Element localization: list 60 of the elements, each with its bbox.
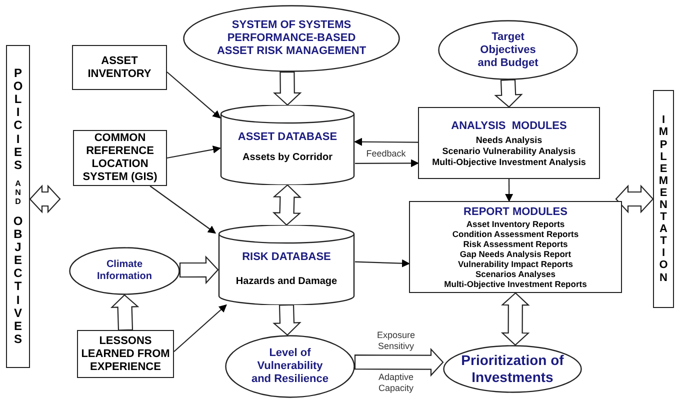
block-arrow — [494, 79, 523, 108]
heading: POLICIES — [13, 66, 23, 172]
heading: RISK DATABASE — [242, 250, 331, 265]
heading: ANALYSIS MODULES — [451, 119, 567, 134]
arrow — [150, 186, 216, 234]
block-arrow — [110, 294, 140, 331]
process-box — [418, 107, 600, 179]
block-arrow — [354, 348, 444, 377]
block-arrow — [29, 184, 61, 214]
arrow — [166, 72, 221, 118]
text-label: Target Objectives and Budget — [476, 30, 540, 70]
block-arrow — [272, 71, 302, 106]
heading: REPORT MODULES — [464, 206, 568, 218]
text-label: LESSONS LEARNED FROM EXPERIENCE — [80, 334, 171, 374]
text-label: Assets by Corridor — [242, 150, 333, 164]
text-label: Gap Needs Analysis Report — [460, 248, 572, 258]
text-label: AND — [15, 180, 21, 206]
text-label: Multi-Objective Investment Reports — [444, 278, 587, 288]
text-label: IMPLEMENTATION — [658, 114, 668, 284]
vertical-band — [653, 90, 674, 308]
arrow — [354, 259, 410, 268]
arrow — [166, 146, 221, 159]
ellipse-node — [443, 345, 582, 393]
text-label: Level of Vulnerability and Resilience — [250, 347, 330, 386]
heading: ASSET DATABASE — [238, 130, 338, 145]
ellipse-node — [225, 335, 355, 398]
arrow — [174, 304, 227, 352]
block-arrow — [500, 292, 530, 346]
text-label: Condition Assessment Reports — [452, 228, 579, 238]
process-box — [409, 201, 622, 293]
text-label: Scenarios Analyses — [475, 268, 556, 278]
text-label: OBJECTIVES — [13, 214, 23, 346]
text-label: Risk Assessment Reports — [463, 238, 568, 248]
text-label: Hazards and Damage — [236, 274, 338, 288]
text-label: Climate Information — [96, 259, 153, 283]
text-label: SYSTEM OF SYSTEMS PERFORMANCE-BASED ASSET RISK MANAGEMENT — [216, 19, 366, 58]
text-label: ASSET INVENTORY — [86, 54, 152, 80]
text-label: Needs Analysis — [476, 134, 542, 146]
database-cylinder — [218, 225, 355, 305]
text-label: COMMON REFERENCE LOCATION SYSTEM (GIS) — [82, 132, 158, 184]
arrow — [354, 138, 418, 146]
arrow — [355, 159, 419, 168]
ellipse-node — [183, 5, 400, 72]
arrow — [505, 179, 514, 202]
text-label: Vulnerability Impact Reports — [458, 258, 573, 268]
text-label: Scenario Vulnerability Analysis — [442, 146, 576, 157]
text-label: Prioritization of Investments — [460, 352, 565, 386]
ellipse-node — [438, 20, 578, 80]
block-arrow — [615, 184, 654, 214]
text-label: Multi-Objective Investment Analysis — [432, 156, 586, 168]
block-arrow — [272, 304, 302, 336]
ellipse-node — [69, 247, 180, 295]
database-cylinder — [220, 105, 355, 185]
block-arrow — [179, 255, 219, 284]
text-label: Asset Inventory Reports — [466, 218, 565, 228]
block-arrow — [272, 184, 302, 226]
process-box — [73, 130, 167, 186]
text-label: Adaptive Capacity — [377, 372, 415, 394]
vertical-band — [6, 45, 30, 368]
process-box — [72, 45, 167, 90]
